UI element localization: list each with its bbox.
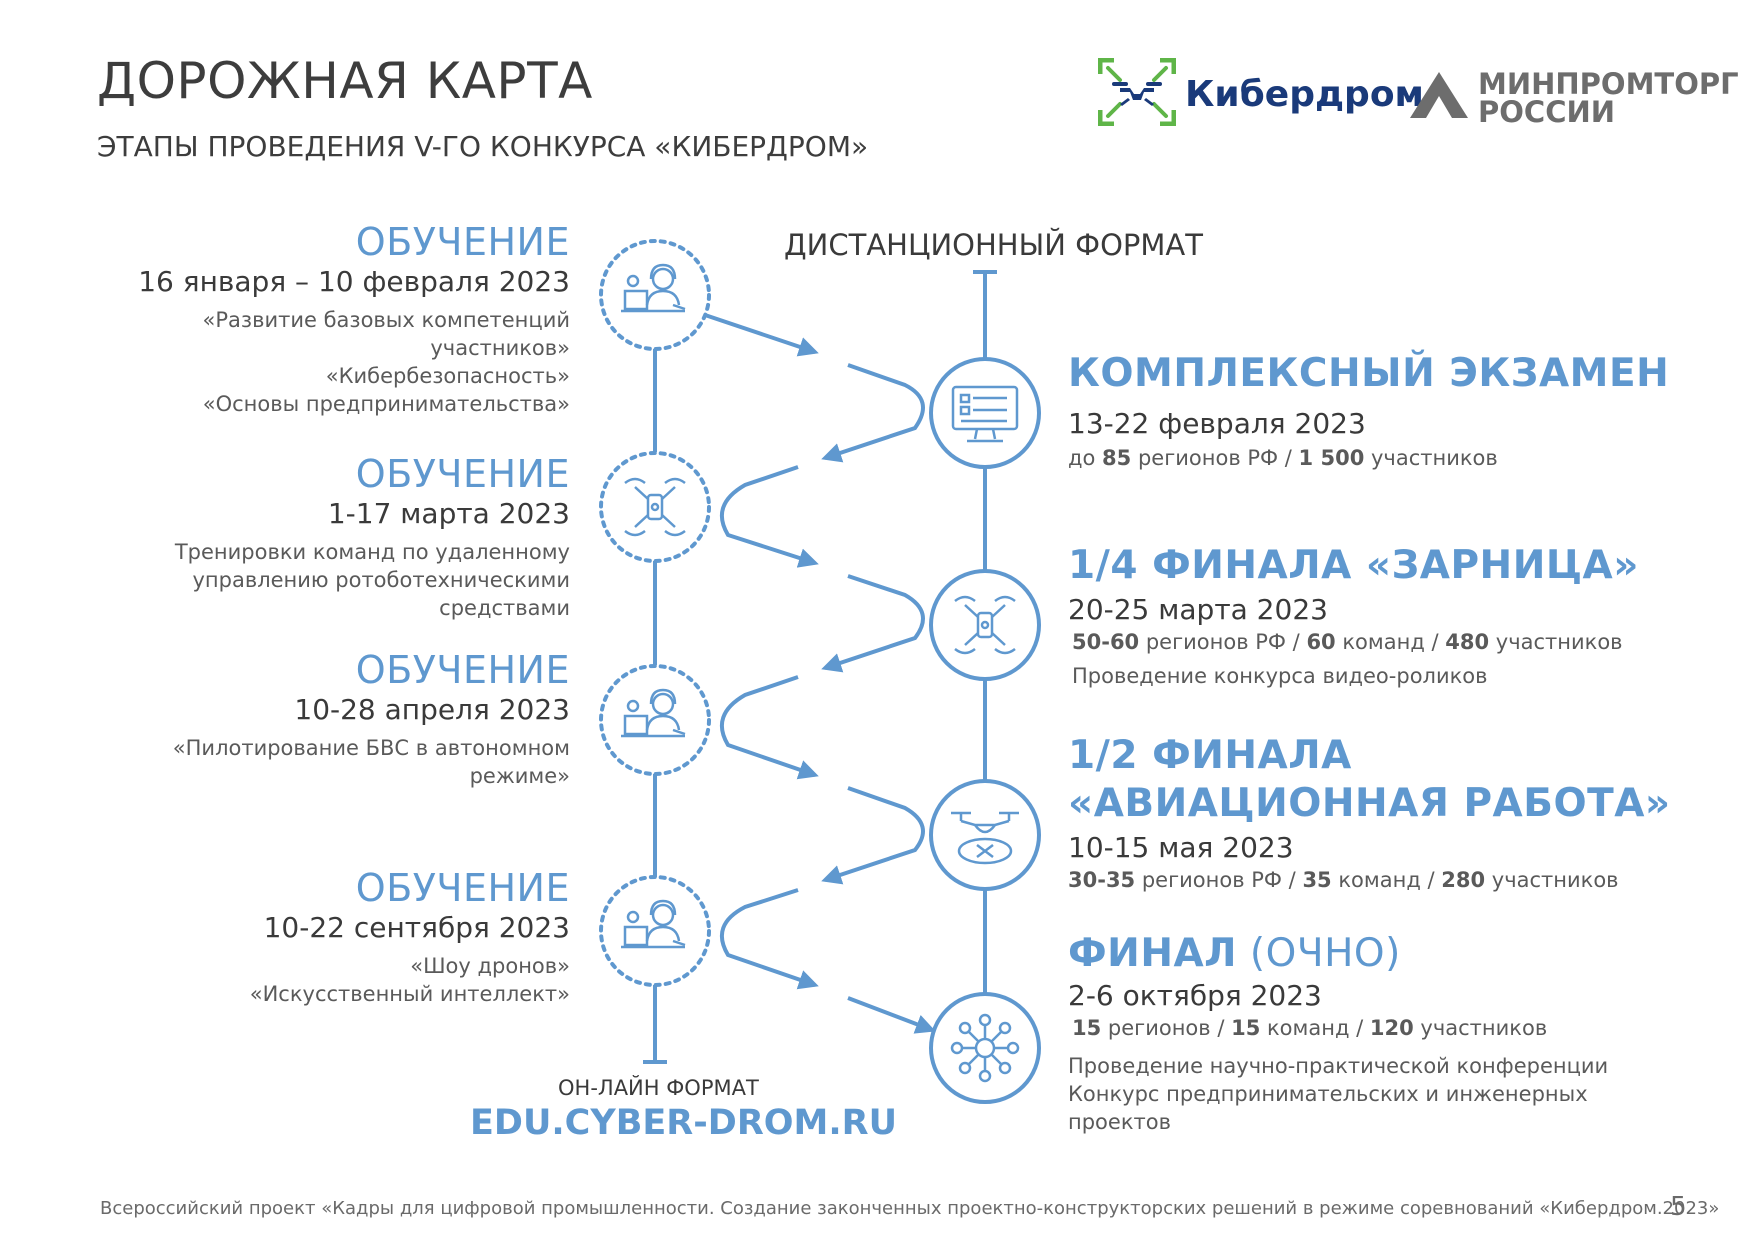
right-stage-final: ФИНАЛ (ОЧНО) 2-6 октября 2023 15 регионо… [1068,930,1608,1136]
left-stage-2: ОБУЧЕНИЕ 1-17 марта 2023 Тренировки кома… [175,452,570,622]
stage-stats: 50-60 регионов РФ / 60 команд / 480 учас… [1072,630,1623,654]
minpromtorg-logo-icon [1410,72,1468,118]
stage-description: «Пилотирование БВС в автономном режиме» [172,736,570,788]
drone-icon [624,477,1016,655]
left-stage-4: ОБУЧЕНИЕ 10-22 сентября 2023 «Шоу дронов… [250,866,570,1008]
stage-description: «Шоу дронов» «Искусственный интеллект» [249,954,570,1006]
footer-text: Всероссийский проект «Кадры для цифровой… [100,1198,1720,1219]
right-circle-4 [929,992,1041,1104]
stage-date: 10-15 мая 2023 [1068,831,1294,864]
arrow-4 [821,574,925,673]
arrow-2 [821,363,925,463]
arrow-6 [821,786,925,885]
operator-icon [621,263,686,949]
stage-date: 2-6 октября 2023 [1068,979,1322,1012]
stage-heading: ОБУЧЕНИЕ [355,452,570,496]
online-format-label: ОН-ЛАЙН ФОРМАТ [558,1076,759,1100]
right-stage-exam: КОМПЛЕКСНЫЙ ЭКЗАМЕН 13-22 февраля 2023 д… [1068,350,1669,472]
stage-heading: ФИНАЛ (ОЧНО) [1068,931,1401,976]
stage-extra: Проведение конкурса видео-роликов [1072,664,1488,688]
stage-stats: 30-35 регионов РФ / 35 команд / 280 учас… [1068,868,1619,892]
right-circle-1 [929,357,1041,469]
stage-stats: до 85 регионов РФ / 1 500 участников [1068,446,1498,470]
minpromtorg-logo-text: МИНПРОМТОРГ РОССИИ [1478,67,1739,129]
page-number: 5 [1670,1192,1687,1222]
arrow-8 [847,996,936,1034]
stage-heading: 1/4 ФИНАЛА «ЗАРНИЦА» [1068,543,1639,588]
stage-date: 20-25 марта 2023 [1068,593,1328,626]
stage-date: 10-22 сентября 2023 [263,911,570,944]
cyberdrom-logo-text: Кибердром [1185,74,1424,115]
distance-format-label: ДИСТАНЦИОННЫЙ ФОРМАТ [784,228,1203,262]
left-circle-2 [599,451,711,563]
arrow-5 [719,675,819,780]
left-circle-3 [599,664,711,776]
stage-date: 1-17 марта 2023 [327,497,570,530]
page-title: ДОРОЖНАЯ КАРТА [97,52,593,110]
stage-heading-line2: «АВИАЦИОННАЯ РАБОТА» [1068,781,1671,826]
stage-date: 10-28 апреля 2023 [294,693,570,726]
arrow-7 [719,888,819,990]
stage-heading-line1: 1/2 ФИНАЛА [1068,733,1352,778]
stage-stats: 15 регионов / 15 команд / 120 участников [1072,1016,1548,1040]
right-circle-2 [929,569,1041,681]
left-circle-1 [599,239,711,351]
right-stage-quarter-final: 1/4 ФИНАЛА «ЗАРНИЦА» 20-25 марта 2023 50… [1068,542,1639,690]
stage-heading: ОБУЧЕНИЕ [355,220,570,264]
left-stage-1: ОБУЧЕНИЕ 16 января – 10 февраля 2023 «Ра… [138,220,570,418]
stage-heading: ОБУЧЕНИЕ [355,648,570,692]
network-icon [950,1013,1020,1083]
stage-heading: ОБУЧЕНИЕ [355,866,570,910]
stage-heading: КОМПЛЕКСНЫЙ ЭКЗАМЕН [1068,351,1670,396]
stage-date: 16 января – 10 февраля 2023 [138,265,570,298]
stage-description: «Развитие базовых компетенций участников… [202,308,570,416]
stage-description: Тренировки команд по удаленному управлен… [174,540,570,620]
arrow-3 [719,465,819,568]
stage-date: 13-22 февраля 2023 [1068,407,1366,440]
left-stage-3: ОБУЧЕНИЕ 10-28 апреля 2023 «Пилотировани… [173,648,570,790]
drone-landing-icon [951,811,1019,865]
left-circle-4 [599,875,711,987]
right-circle-3 [929,779,1041,891]
site-url-link[interactable]: EDU.CYBER-DROM.RU [470,1103,898,1143]
page-subtitle: ЭТАПЫ ПРОВЕДЕНИЯ V-ГО КОНКУРСА «КИБЕРДРО… [97,130,869,163]
arrow-1 [704,313,819,357]
right-stage-semi-final: 1/2 ФИНАЛА «АВИАЦИОННАЯ РАБОТА» 10-15 ма… [1068,732,1671,894]
exam-monitor-icon [951,385,1019,443]
cyberdrom-logo-icon [1098,58,1176,126]
stage-extra: Проведение научно-практической конференц… [1068,1054,1609,1134]
